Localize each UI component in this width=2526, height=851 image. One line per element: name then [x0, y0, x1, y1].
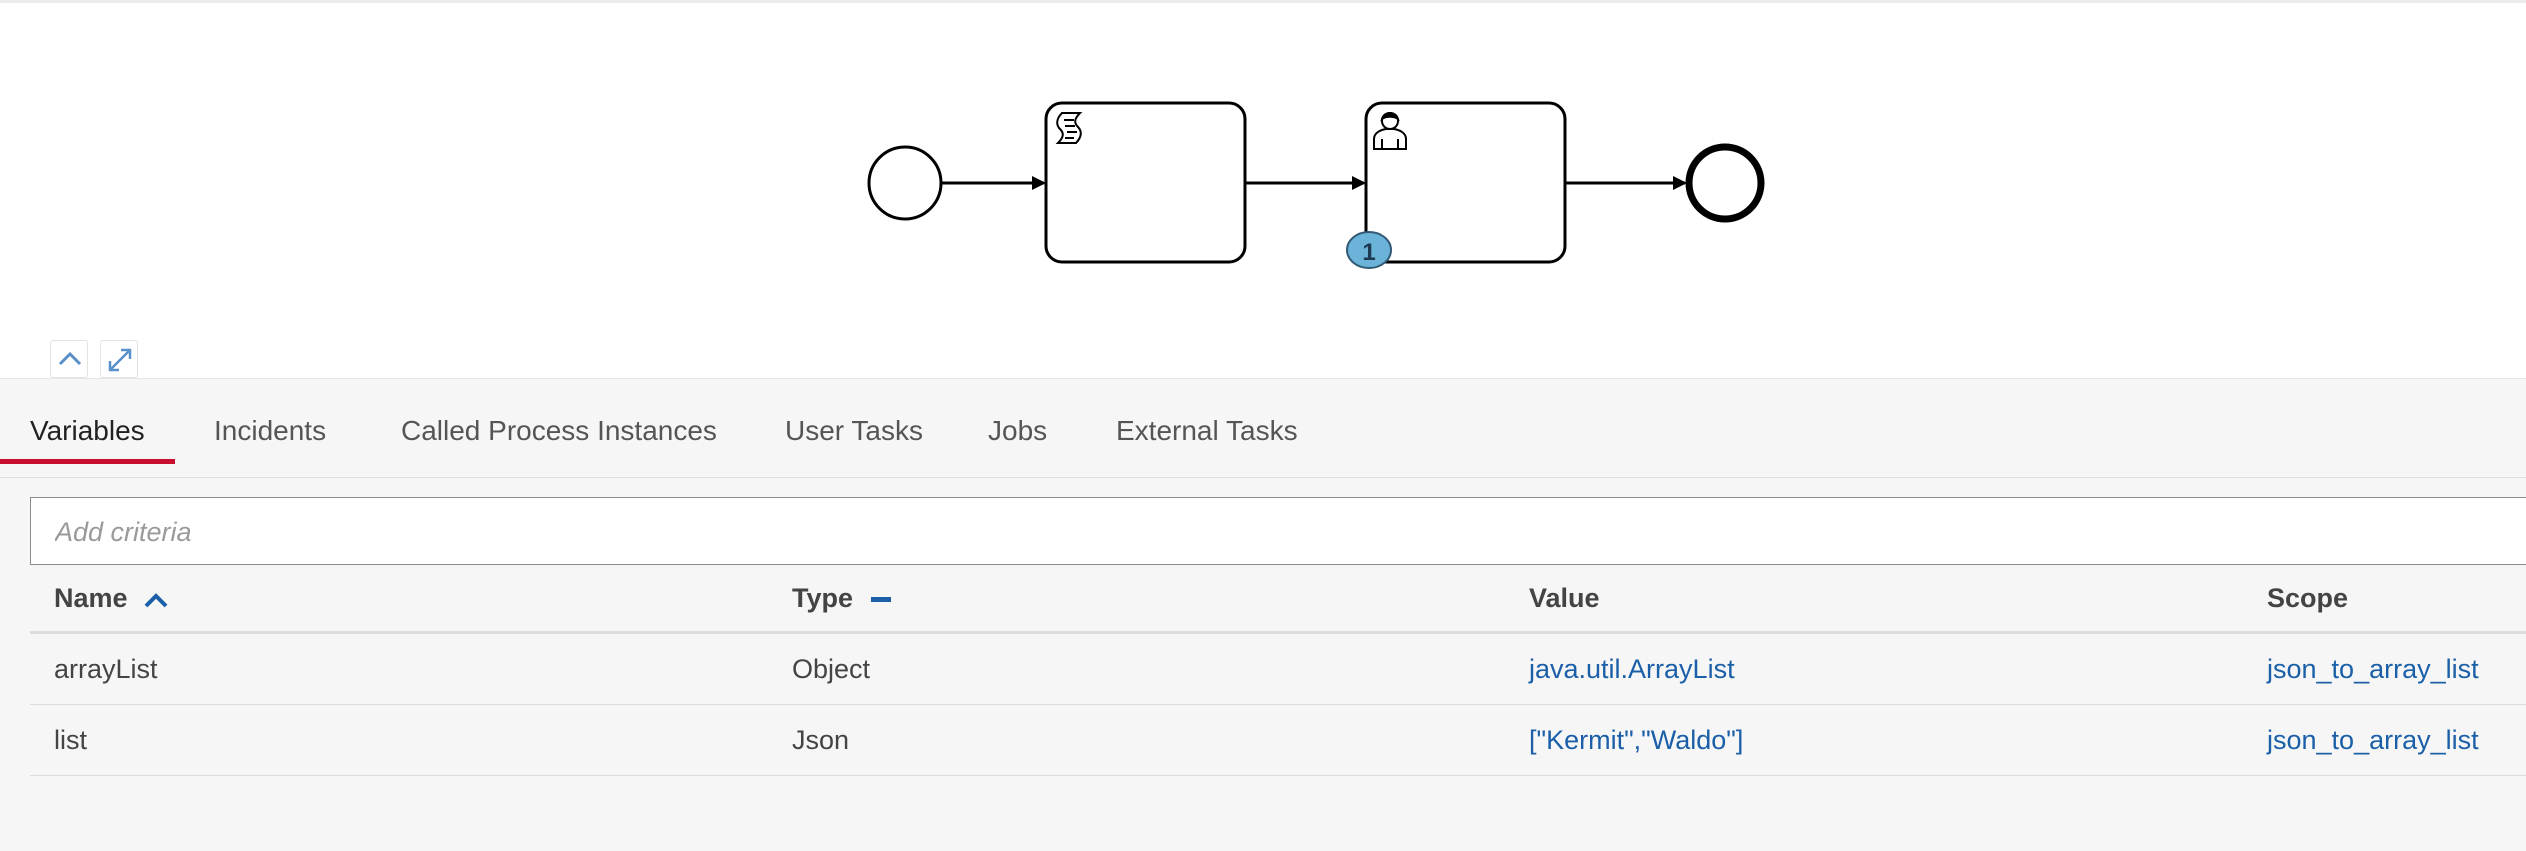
collapse-diagram-button[interactable] — [50, 340, 88, 378]
start-event[interactable] — [867, 145, 943, 221]
tab-incidents[interactable]: Incidents — [214, 415, 327, 446]
tab-user-tasks[interactable]: User Tasks — [785, 415, 923, 446]
criteria-search-box[interactable] — [30, 497, 2526, 566]
column-header-type-label: Type — [792, 583, 854, 613]
criteria-input[interactable] — [53, 498, 2457, 566]
tab-variables[interactable]: Variables — [30, 415, 145, 446]
tab-jobs[interactable]: Jobs — [988, 415, 1048, 446]
expand-diagonal-icon — [108, 348, 132, 372]
variable-scope-link[interactable]: json_to_array_list — [2267, 725, 2479, 755]
top-border — [0, 0, 2526, 3]
table-row: arrayList Object java.util.ArrayList jso… — [30, 634, 2526, 705]
column-header-value: Value — [1529, 583, 1600, 613]
table-header: Name Type Value Scope — [30, 565, 2526, 634]
instance-details-panel: Variables Incidents Called Process Insta… — [0, 378, 2526, 851]
end-event[interactable] — [1685, 143, 1765, 223]
variable-value-link[interactable]: ["Kermit","Waldo"] — [1529, 725, 1744, 755]
bpmn-canvas: 1 — [867, 101, 1765, 269]
fullscreen-diagram-button[interactable] — [100, 340, 138, 378]
variable-type: Object — [792, 654, 871, 684]
user-icon — [1373, 112, 1407, 150]
tab-called-process-instances[interactable]: Called Process Instances — [401, 415, 717, 446]
active-tab-indicator — [0, 459, 175, 464]
column-header-type[interactable]: Type — [792, 565, 893, 631]
variable-name: list — [54, 725, 87, 755]
tab-external-tasks[interactable]: External Tasks — [1116, 415, 1298, 446]
user-task[interactable] — [1364, 101, 1567, 264]
variable-type: Json — [792, 725, 850, 755]
instance-count-badge[interactable]: 1 — [1346, 231, 1392, 269]
script-task[interactable] — [1044, 101, 1247, 264]
column-header-scope: Scope — [2267, 583, 2349, 613]
tab-bar: Variables Incidents Called Process Insta… — [0, 379, 2526, 478]
script-icon — [1055, 112, 1083, 144]
variable-name: arrayList — [54, 654, 158, 684]
table-row: list Json ["Kermit","Waldo"] json_to_arr… — [30, 705, 2526, 776]
variables-table: Name Type Value Scope arrayList Object j… — [30, 565, 2526, 776]
sort-ascending-icon[interactable] — [143, 590, 169, 610]
column-header-name-label: Name — [54, 583, 128, 613]
variable-scope-link[interactable]: json_to_array_list — [2267, 654, 2479, 684]
column-header-name[interactable]: Name — [54, 565, 169, 631]
sort-none-icon[interactable] — [869, 590, 893, 610]
instance-count-text: 1 — [1362, 239, 1375, 266]
variable-value-link[interactable]: java.util.ArrayList — [1529, 654, 1735, 684]
chevron-up-icon — [58, 351, 82, 366]
bpmn-diagram[interactable]: 1 — [0, 3, 2526, 378]
